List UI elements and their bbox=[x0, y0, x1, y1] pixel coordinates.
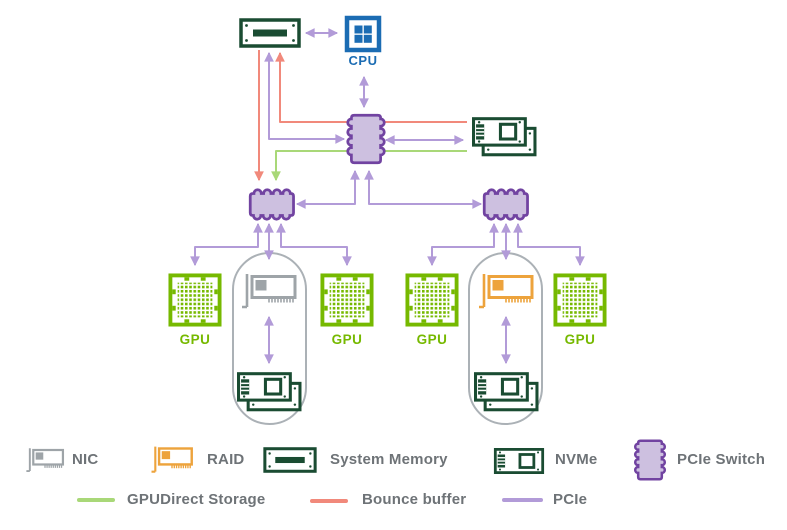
nvme-stack-icon bbox=[472, 117, 537, 159]
legend-item-label: System Memory bbox=[330, 451, 448, 468]
gpu-label: GPU bbox=[564, 332, 596, 347]
raid-card-icon bbox=[150, 444, 194, 475]
nvme-card-icon bbox=[493, 448, 545, 474]
cpu-icon bbox=[344, 15, 382, 53]
legend-flow-label: GPUDirect Storage bbox=[127, 491, 266, 508]
pcie-switch-icon bbox=[633, 438, 667, 482]
system-memory-icon bbox=[263, 447, 317, 473]
nic-card-icon bbox=[240, 271, 298, 311]
system-memory-icon bbox=[239, 18, 301, 48]
legend-flow-swatch-pcie bbox=[502, 498, 543, 502]
legend-item-label: PCIe Switch bbox=[677, 451, 766, 468]
raid-card-icon bbox=[477, 271, 535, 311]
legend-item-label: NIC bbox=[72, 451, 99, 468]
legend-item-label: NVMe bbox=[555, 451, 598, 468]
gpu-label: GPU bbox=[416, 332, 448, 347]
legend-flow-label: Bounce buffer bbox=[362, 491, 467, 508]
nvme-stack-icon bbox=[474, 372, 539, 414]
legend-flow-swatch-gds bbox=[77, 498, 115, 502]
legend-item-label: RAID bbox=[207, 451, 245, 468]
gpu-icon bbox=[405, 273, 459, 327]
gpu-icon bbox=[168, 273, 222, 327]
legend-flow-label: PCIe bbox=[553, 491, 588, 508]
gpu-icon bbox=[320, 273, 374, 327]
nic-card-icon bbox=[25, 446, 65, 474]
nvme-stack-icon bbox=[237, 372, 302, 414]
gpu-label: GPU bbox=[331, 332, 363, 347]
gpu-icon bbox=[553, 273, 607, 327]
legend-flow-swatch-bounce bbox=[310, 499, 348, 503]
pcie-switch-right-icon bbox=[477, 187, 532, 222]
cpu-label: CPU bbox=[348, 53, 378, 68]
gpu-label: GPU bbox=[179, 332, 211, 347]
pcie-switch-left-icon bbox=[243, 187, 298, 222]
pcie-switch-mid-icon bbox=[345, 112, 387, 166]
